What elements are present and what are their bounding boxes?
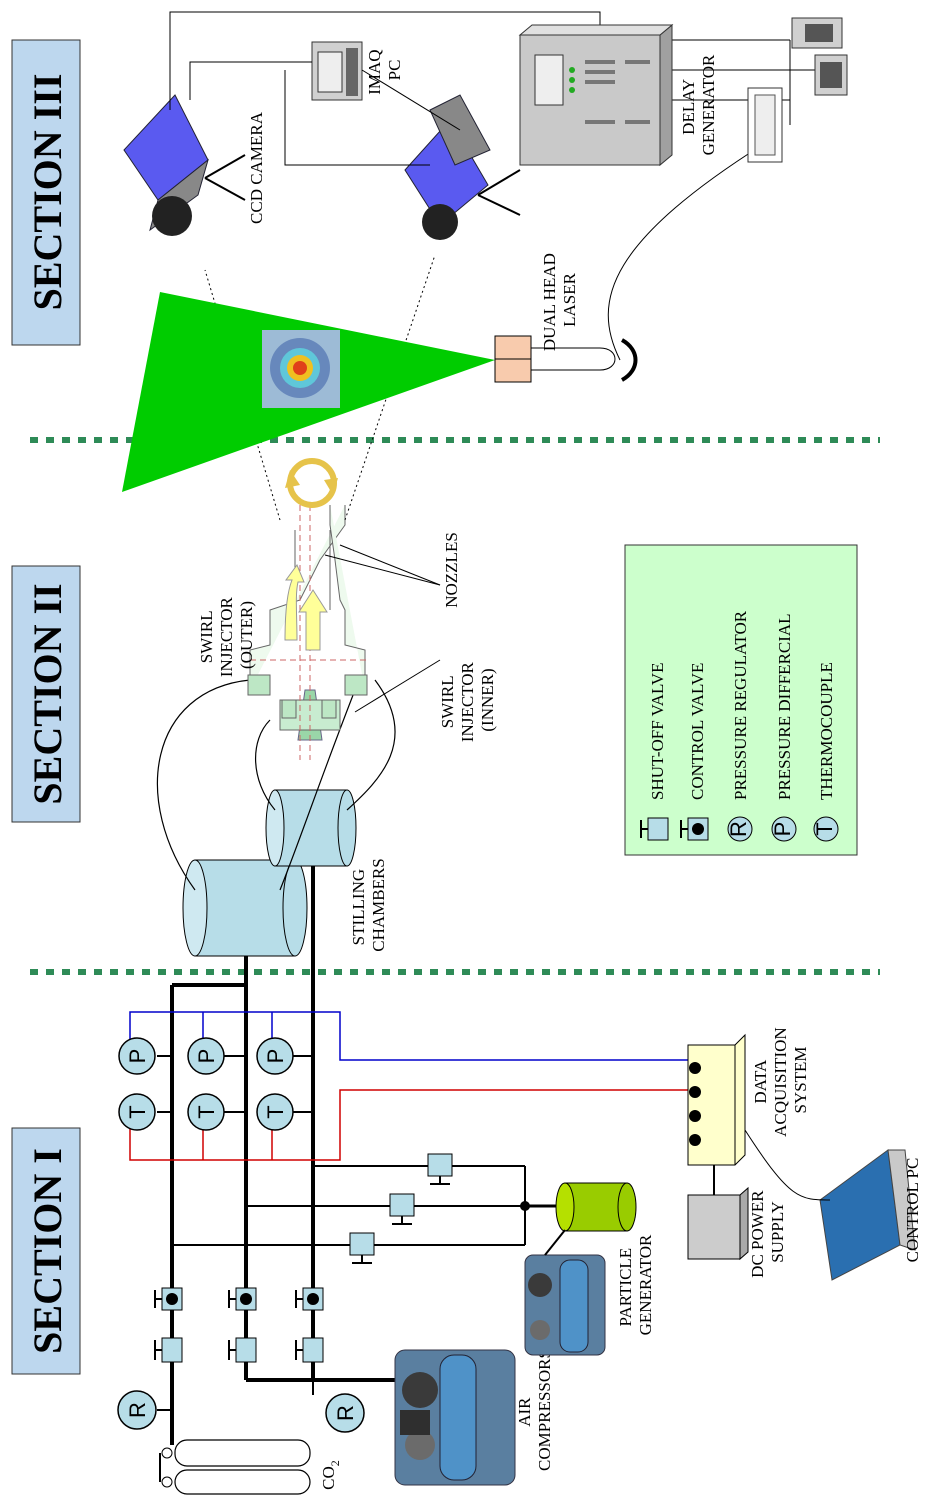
laser-cooling-unit [748, 88, 782, 162]
flow-arrow-swirl [285, 565, 304, 640]
particle-generator-label: PARTICLE GENERATOR [616, 1234, 655, 1335]
swirl-inner-leader [355, 660, 440, 712]
svg-text:P: P [263, 1049, 288, 1064]
shutoff-valve-3 [296, 1338, 323, 1362]
delay-generator-label: DELAY GENERATOR [679, 54, 718, 155]
stilling-chamber-large [183, 860, 307, 956]
ccd-camera-bottom [405, 95, 520, 240]
legend-item-thermo: THERMOCOUPLE [817, 662, 836, 800]
seed-valve-3 [428, 1154, 452, 1184]
particle-compressor-image [525, 1255, 605, 1355]
laser-power-unit-1 [792, 18, 842, 48]
co2-cylinders [160, 1440, 310, 1494]
pressure-diff-1: P [119, 1038, 172, 1074]
dc-power-supply [688, 1165, 748, 1259]
data-acquisition-label: DATA ACQUISITION SYSTEM [751, 1023, 810, 1137]
dc-power-supply-label: DC POWER SUPPLY [748, 1186, 787, 1278]
section3-wiring [170, 12, 815, 165]
delay-generator [520, 25, 672, 165]
section-header-1: SECTION I [12, 1128, 80, 1374]
imaq-pc-label: IMAQ PC [365, 45, 404, 95]
control-valves [155, 1288, 323, 1310]
svg-text:P: P [194, 1049, 219, 1064]
svg-text:T: T [812, 822, 837, 835]
legend-item-control: CONTROL VALVE [688, 663, 707, 800]
control-valve-2 [229, 1288, 256, 1310]
svg-text:T: T [263, 1105, 288, 1118]
section-header-2: SECTION II [12, 566, 80, 822]
svg-text:P: P [125, 1049, 150, 1064]
svg-text:R: R [333, 1405, 358, 1421]
section-1-label: SECTION I [25, 1148, 70, 1354]
stilling-chamber-small [266, 790, 356, 866]
swirl-injector-inner-label: SWIRL INJECTOR (INNER) [438, 658, 497, 742]
signal-wiring [130, 1012, 690, 1160]
seed-valve-1 [350, 1233, 374, 1263]
seed-valve-2 [390, 1194, 414, 1224]
shutoff-valve-2 [229, 1338, 256, 1362]
svg-text:R: R [726, 821, 751, 837]
data-acquisition-box [688, 1035, 745, 1165]
seed-shutoff-valves [350, 1154, 452, 1263]
section-header-3: SECTION III [12, 40, 80, 345]
piv-vector-field-image [262, 330, 340, 408]
ccd-camera-top [124, 95, 245, 236]
thermocouple-3: T [257, 1094, 313, 1130]
imaq-pc [312, 42, 362, 100]
junction-dot [520, 1201, 530, 1211]
flow-arrow-axial [299, 590, 327, 650]
laser-power-unit-2 [815, 55, 847, 95]
svg-text:T: T [194, 1105, 219, 1118]
legend-box: R P T SHUT-OFF VALVE CONTROL VALVE PRESS… [625, 545, 857, 855]
regulator-air: R [313, 1380, 364, 1432]
control-valve-3 [296, 1288, 323, 1310]
air-compressor-image [395, 1350, 515, 1485]
swirl-rotation-icon [285, 461, 338, 505]
svg-text:R: R [125, 1402, 150, 1418]
nozzles-label: NOZZLES [442, 532, 461, 608]
regulator-co2: R [118, 1391, 172, 1429]
svg-text:P: P [770, 822, 795, 837]
swirl-injector-outer-label: SWIRL INJECTOR (OUTER) [197, 593, 256, 677]
control-pc-label: CONTROL PC [903, 1158, 922, 1263]
thermocouple-row: T T T [119, 1094, 313, 1130]
legend-item-regulator: PRESSURE REGULATOR [731, 610, 750, 800]
svg-text:T: T [125, 1105, 150, 1118]
co2-label: CO2 [319, 1460, 342, 1490]
pressure-diff-3: P [257, 1038, 313, 1074]
legend-item-pressure: PRESSURE DIFFERCIAL [775, 613, 794, 800]
ccd-camera-label: CCD CAMERA [247, 111, 266, 224]
thermocouple-1: T [119, 1094, 172, 1130]
air-compressors-label: AIR COMPRESSORS [515, 1349, 554, 1471]
nozzle-leader-2 [340, 545, 440, 585]
control-valve-1 [155, 1288, 182, 1310]
pressure-diff-2: P [188, 1038, 246, 1074]
stilling-chambers-label: STILLING CHAMBERS [349, 858, 388, 952]
section-3-label: SECTION III [25, 74, 70, 311]
section-2-label: SECTION II [25, 583, 70, 804]
legend-item-shutoff: SHUT-OFF VALVE [648, 663, 667, 800]
shutoff-valve-1 [155, 1338, 182, 1362]
thermocouple-2: T [188, 1094, 246, 1130]
dual-head-laser-label: DUAL HEAD LASER [540, 249, 579, 351]
dual-head-laser [495, 140, 770, 382]
shutoff-valves [155, 1338, 323, 1362]
pressure-row: P P P [119, 1038, 313, 1074]
